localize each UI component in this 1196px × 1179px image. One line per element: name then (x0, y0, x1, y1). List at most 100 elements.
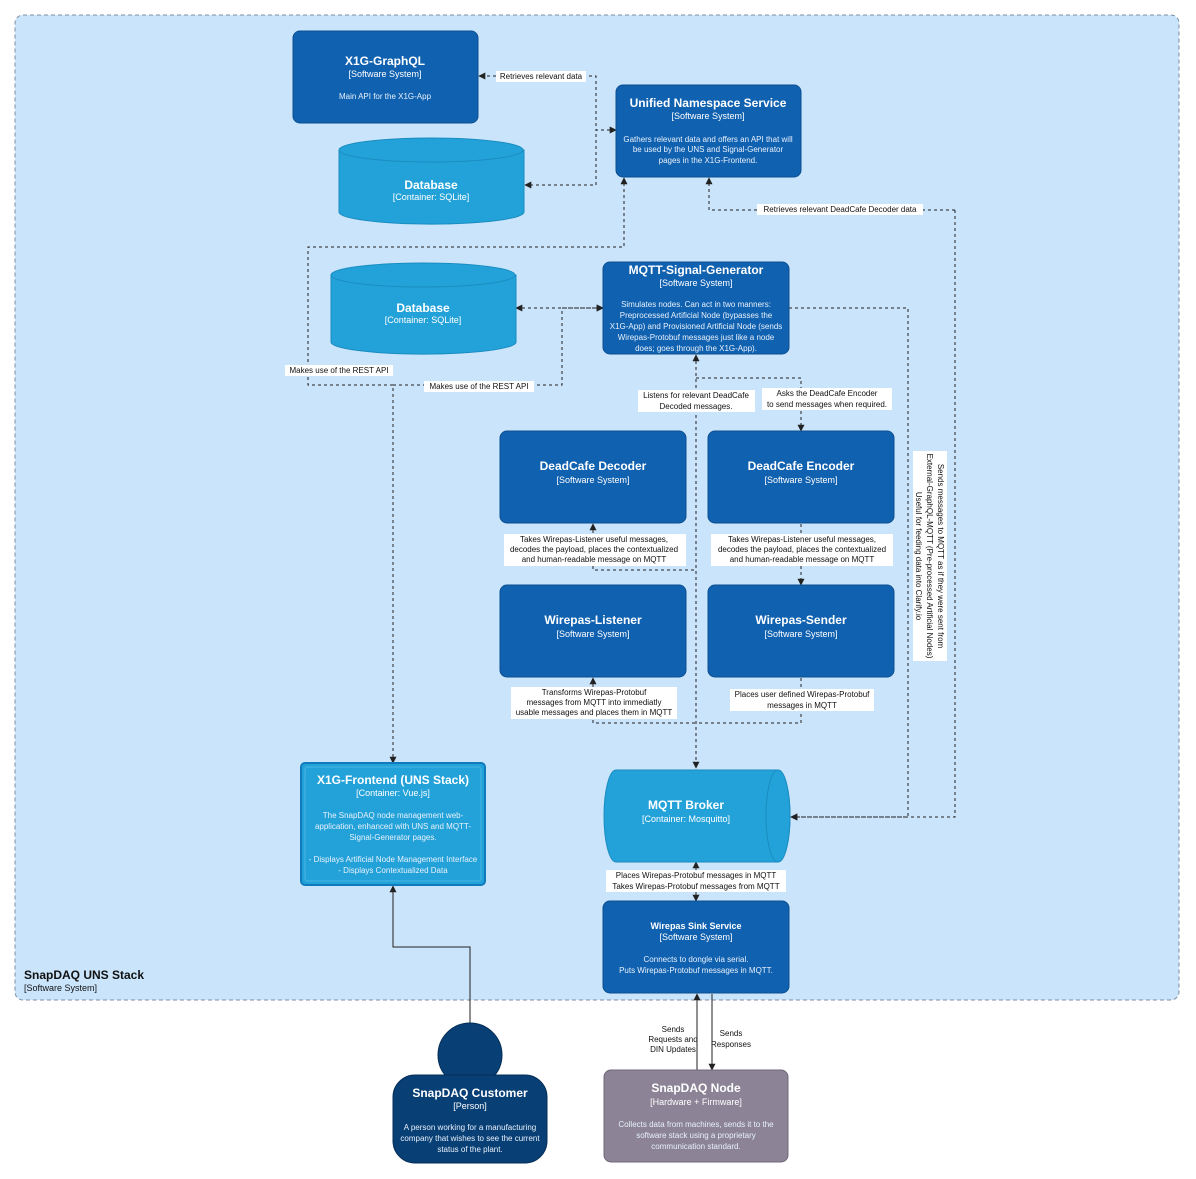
label-listens-decoded-0: Listens for relevant DeadCafe (643, 391, 749, 400)
edge-frontend-uns (307, 177, 628, 386)
label-places-user-defined-0: Places user defined Wirepas-Protobuf (735, 690, 871, 699)
mqtt-signal-generator-desc-0: Simulates nodes. Can act in two manners: (621, 300, 771, 309)
customer-desc-2: status of the plant. (437, 1145, 502, 1154)
database-1-tech: [Container: SQLite] (393, 192, 470, 202)
deadcafe-encoder-name: DeadCafe Encoder (748, 459, 855, 473)
edge-labels: Retrieves relevant data Retrieves releva… (285, 71, 947, 1054)
x1g-frontend-desc-1: application, enhanced with UNS and MQTT- (315, 822, 471, 831)
label-sends-responses-1: Responses (711, 1040, 751, 1049)
uns-service-system[interactable]: Unified Namespace Service [Software Syst… (615, 84, 802, 178)
wirepas-sink-desc-0: Connects to dongle via serial. (644, 955, 749, 964)
snapdaq-customer-person[interactable]: SnapDAQ Customer [Person] A person worki… (392, 1022, 548, 1164)
snapdaq-node-hardware[interactable]: SnapDAQ Node [Hardware + Firmware] Colle… (603, 1069, 789, 1163)
label-transforms-2: usable messages and places them in MQTT (516, 708, 673, 717)
mqtt-signal-generator-name: MQTT-Signal-Generator (629, 263, 764, 277)
deadcafe-decoder-name: DeadCafe Decoder (540, 459, 647, 473)
label-sends-requests-0: Sends (662, 1025, 685, 1034)
edge-decoder-mqtt (589, 523, 696, 571)
wirepas-sink-desc-1: Puts Wirepas-Protobuf messages in MQTT. (619, 966, 773, 975)
mqtt-signal-generator-desc-2: X1G-App) and Provisioned Artificial Node… (610, 322, 783, 331)
snapdaq-node-tech: [Hardware + Firmware] (650, 1097, 742, 1107)
x1g-frontend-container[interactable]: X1G-Frontend (UNS Stack) [Container: Vue… (300, 762, 486, 886)
label-sends-responses-0: Sends (720, 1029, 743, 1038)
x1g-graphql-system[interactable]: X1G-GraphQL [Software System] Main API f… (292, 30, 479, 124)
wirepas-sender-tech: [Software System] (764, 629, 837, 639)
label-retrieves-deadcafe: Retrieves relevant DeadCafe Decoder data (764, 205, 918, 214)
uns-service-name: Unified Namespace Service (630, 96, 787, 110)
uns-service-desc-0: Gathers relevant data and offers an API … (623, 135, 793, 144)
label-listens-decoded-1: Decoded messages. (660, 402, 733, 411)
label-transforms-0: Transforms Wirepas-Protobuf (542, 688, 647, 697)
uns-service-tech: [Software System] (671, 111, 744, 121)
snapdaq-node-desc-0: Collects data from machines, sends it to… (618, 1120, 774, 1129)
database-2[interactable]: Database [Container: SQLite] (330, 262, 517, 355)
x1g-graphql-desc: Main API for the X1G-App (339, 92, 432, 101)
label-encoder-takes-0: Takes Wirepas-Listener useful messages, (728, 535, 876, 544)
boundary-name: SnapDAQ UNS Stack (24, 968, 144, 982)
x1g-graphql-name: X1G-GraphQL (345, 54, 425, 68)
label-decoder-takes-0: Takes Wirepas-Listener useful messages, (520, 535, 668, 544)
label-sends-to-mqtt-0: Sends messages to MQTT as if they were s… (936, 464, 945, 649)
database-2-name: Database (396, 301, 450, 315)
mqtt-signal-generator-desc-4: does; goes through the X1G-App). (635, 344, 757, 353)
label-encoder-takes-2: and human-readable message on MQTT (730, 555, 875, 564)
label-makes-use-rest-2: Makes use of the REST API (429, 382, 528, 391)
label-asks-encoder-1: to send messages when required. (767, 400, 887, 409)
label-sends-requests-2: DIN Updates (650, 1045, 696, 1054)
deadcafe-decoder-tech: [Software System] (556, 475, 629, 485)
database-1[interactable]: Database [Container: SQLite] (338, 137, 525, 225)
deadcafe-encoder-system[interactable]: DeadCafe Encoder [Software System] (707, 430, 895, 524)
wirepas-sink-tech: [Software System] (659, 932, 732, 942)
label-decoder-takes-2: and human-readable message on MQTT (522, 555, 667, 564)
wirepas-sender-system[interactable]: Wirepas-Sender [Software System] (707, 584, 895, 678)
edge-uns-decoder-top (705, 177, 955, 211)
mqtt-signal-generator-desc-1: Preprocessed Artificial Node (bypasses t… (620, 311, 773, 320)
label-sink-broker-1: Takes Wirepas-Protobuf messages from MQT… (612, 882, 779, 891)
snapdaq-node-desc-2: communication standard. (651, 1142, 740, 1151)
deadcafe-decoder-system[interactable]: DeadCafe Decoder [Software System] (499, 430, 687, 524)
x1g-frontend-desc-5: - Displays Contextualized Data (338, 866, 448, 875)
label-sends-requests-1: Requests and (648, 1035, 697, 1044)
wirepas-listener-system[interactable]: Wirepas-Listener [Software System] (499, 584, 687, 678)
mqtt-signal-generator-tech: [Software System] (659, 278, 732, 288)
x1g-frontend-name: X1G-Frontend (UNS Stack) (317, 773, 469, 787)
database-2-tech: [Container: SQLite] (385, 315, 462, 325)
wirepas-sink-system[interactable]: Wirepas Sink Service [Software System] C… (602, 900, 790, 994)
edge-customer-frontend (389, 885, 471, 1025)
customer-name: SnapDAQ Customer (412, 1086, 528, 1100)
boundary-tech: [Software System] (24, 983, 97, 993)
x1g-frontend-desc-0: The SnapDAQ node management web- (323, 811, 464, 820)
wirepas-sender-name: Wirepas-Sender (755, 613, 847, 627)
mqtt-signal-generator-desc-3: Wirepas-Protobuf messages just like a no… (618, 333, 775, 342)
wirepas-sink-name: Wirepas Sink Service (651, 921, 742, 931)
wirepas-listener-tech: [Software System] (556, 629, 629, 639)
wirepas-listener-name: Wirepas-Listener (544, 613, 642, 627)
label-transforms-1: messages from MQTT into immediatly (527, 698, 662, 707)
x1g-frontend-tech: [Container: Vue.js] (356, 788, 430, 798)
label-asks-encoder-0: Asks the DeadCafe Encoder (777, 389, 878, 398)
mqtt-broker-container[interactable]: MQTT Broker [Container: Mosquitto] (603, 769, 791, 863)
label-sink-broker-0: Places Wirepas-Protobuf messages in MQTT (616, 871, 777, 880)
label-sends-to-mqtt-2: Useful for feeding data into Clarify.io (914, 492, 923, 621)
uns-service-desc-2: pages in the X1G-Frontend. (659, 156, 758, 165)
customer-desc-0: A person working for a manufacturing (404, 1123, 537, 1132)
customer-desc-1: company that wishes to see the current (400, 1134, 540, 1143)
label-encoder-takes-1: decodes the payload, places the contextu… (718, 545, 886, 554)
mqtt-broker-tech: [Container: Mosquitto] (642, 814, 730, 824)
x1g-frontend-desc-2: Signal-Generator pages. (349, 833, 436, 842)
customer-tech: [Person] (453, 1101, 487, 1111)
label-decoder-takes-1: decodes the payload, places the contextu… (510, 545, 678, 554)
x1g-graphql-tech: [Software System] (348, 69, 421, 79)
label-places-user-defined-1: messages in MQTT (767, 701, 837, 710)
x1g-frontend-desc-4: - Displays Artificial Node Management In… (309, 855, 478, 864)
edge-uns-db1 (524, 129, 616, 189)
label-makes-use-rest-1: Makes use of the REST API (289, 366, 388, 375)
mqtt-signal-generator-system[interactable]: MQTT-Signal-Generator [Software System] … (602, 261, 790, 355)
deadcafe-encoder-tech: [Software System] (764, 475, 837, 485)
mqtt-broker-name: MQTT Broker (648, 798, 724, 812)
snapdaq-node-desc-1: software stack using a proprietary (636, 1131, 756, 1140)
label-sends-to-mqtt-1: External-GraphQL-MQTT (Pre-processed Art… (925, 454, 934, 659)
database-1-name: Database (404, 178, 458, 192)
edge-siggen-encoder (696, 377, 805, 432)
